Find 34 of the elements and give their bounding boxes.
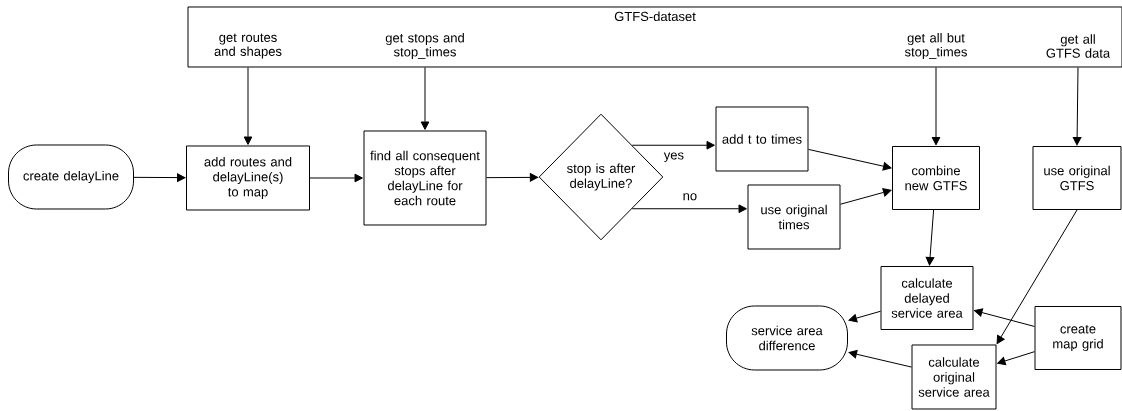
process-box: use original times [747, 184, 841, 250]
arrow [243, 67, 253, 145]
step-text: get all GTFS data [1046, 34, 1111, 58]
arrow [997, 351, 1035, 366]
process-box: use original GTFS [1032, 146, 1122, 210]
arrow [840, 188, 892, 205]
process-box: add t to times [715, 106, 809, 172]
end-terminal: service area difference [726, 305, 848, 371]
arrow [133, 173, 186, 182]
arrow [420, 67, 430, 130]
arrow [996, 209, 1078, 345]
process-box: combine new GTFS [892, 146, 980, 210]
arrow [848, 349, 912, 368]
step-text: get stops and stop_times [385, 32, 464, 60]
arrow [974, 308, 1035, 327]
step-text: get routes and shapes [214, 33, 282, 59]
process-box: find all consequent stops after delayLine for each route [363, 130, 487, 226]
step-text: get all but stop_times [904, 32, 967, 60]
edge-label: yes [662, 151, 685, 164]
arrow [1072, 67, 1082, 146]
arrow [309, 173, 363, 183]
arrow [486, 173, 539, 182]
arrow [631, 140, 715, 150]
arrow [631, 204, 747, 214]
arrow [808, 148, 892, 171]
process-box: add routes and delayLine(s) to map [186, 145, 310, 211]
process-box: calculate delayed service area [880, 266, 974, 330]
process-box: calculate original service area [911, 344, 997, 410]
process-box: create map grid [1034, 306, 1122, 370]
arrow [931, 67, 941, 146]
arrow [925, 209, 935, 266]
edge-label: no [681, 192, 699, 202]
arrow [848, 310, 881, 323]
start-terminal: create delayLine [8, 144, 134, 210]
